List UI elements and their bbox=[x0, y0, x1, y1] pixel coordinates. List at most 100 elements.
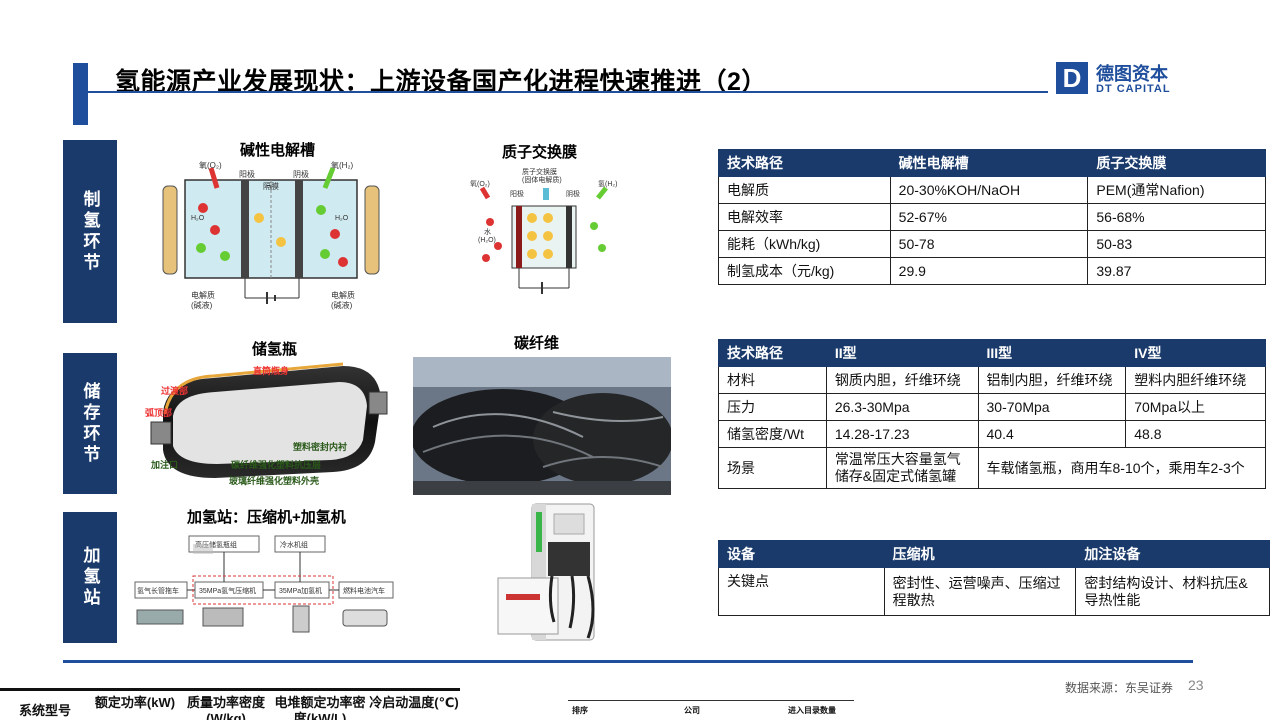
table-cell: 48.8 bbox=[1125, 420, 1266, 448]
tank-type-comparison-table: 技术路径 II型 III型 IV型 材料 钢质内胆，纤维环绕 铝制内胆，纤维环绕… bbox=[718, 339, 1267, 489]
table-header-cell: 加注设备 bbox=[1075, 540, 1270, 568]
table-cell: 50-78 bbox=[889, 230, 1089, 258]
table-cell: PEM(通常Nafion) bbox=[1087, 176, 1266, 204]
cutoff-header-cell: 公司 bbox=[684, 706, 700, 715]
table-cell: 压力 bbox=[718, 393, 827, 421]
svg-text:阴极: 阴极 bbox=[293, 169, 309, 179]
table-header-cell: II型 bbox=[825, 339, 979, 367]
cutoff-header-cell: 电堆额定功率密度(kW/L) bbox=[274, 695, 366, 720]
pem-caption: 质子交换膜 bbox=[502, 144, 578, 161]
table-header-cell: 技术路径 bbox=[718, 149, 891, 177]
table-cell: 密封结构设计、材料抗压&导热性能 bbox=[1075, 567, 1270, 616]
svg-text:阳极: 阳极 bbox=[510, 189, 524, 198]
table-cell: 40.4 bbox=[977, 420, 1127, 448]
cutoff-header-cell: 进入目录数量 bbox=[788, 706, 836, 715]
svg-text:玻璃纤维强化塑料外壳: 玻璃纤维强化塑料外壳 bbox=[229, 475, 319, 486]
logo-cn-text: 德图资本 bbox=[1096, 64, 1168, 84]
table-cell: 70Mpa以上 bbox=[1125, 393, 1266, 421]
svg-text:氢气长管拖车: 氢气长管拖车 bbox=[137, 586, 179, 595]
refueling-station-diagram: 高压储氢瓶组 冷水机组 氢气长管拖车 35MPa氢气压缩机 35MPa加氢机 燃… bbox=[134, 535, 394, 633]
svg-text:35MPa氢气压缩机: 35MPa氢气压缩机 bbox=[199, 586, 256, 595]
table-cell: 29.9 bbox=[889, 257, 1089, 285]
table-row: 电解质 20-30%KOH/NaOH PEM(通常Nafion) bbox=[718, 176, 1266, 204]
tank-caption: 储氢瓶 bbox=[252, 341, 298, 358]
cutoff-header-cell: 额定功率(kW) bbox=[94, 695, 176, 710]
table-cell: 电解质 bbox=[718, 176, 891, 204]
cutoff-table-right: 排序 公司 进入目录数量 bbox=[568, 700, 854, 720]
table-row: 场景 常温常压大容量氢气储存&固定式储氢罐 车载储氢瓶，商用车8-10个，乘用车… bbox=[718, 447, 1267, 489]
alkaline-electrolyzer-diagram: 氧(O₂) 氧(H₂) 阳极 隔膜 阴极 电解质 (碱液) 电解质 (碱液) H… bbox=[162, 160, 380, 310]
table-header-row: 设备 压缩机 加注设备 bbox=[718, 540, 1270, 568]
svg-text:(碱液): (碱液) bbox=[191, 300, 213, 310]
table-header-cell: III型 bbox=[977, 339, 1127, 367]
table-cell: 56-68% bbox=[1087, 203, 1266, 231]
svg-text:氧(O₂): 氧(O₂) bbox=[470, 179, 490, 188]
table-header-row: 技术路径 II型 III型 IV型 bbox=[718, 339, 1266, 367]
svg-text:(固体电解质): (固体电解质) bbox=[522, 175, 562, 184]
svg-text:冷水机组: 冷水机组 bbox=[280, 540, 308, 549]
svg-text:(H₂O): (H₂O) bbox=[478, 237, 496, 244]
svg-text:H₂O: H₂O bbox=[191, 215, 205, 222]
equipment-keypoints-table: 设备 压缩机 加注设备 关键点 密封性、运营噪声、压缩过程散热 密封结构设计、材… bbox=[718, 540, 1270, 616]
logo-en-text: DT CAPITAL bbox=[1096, 83, 1171, 95]
table-cell: 26.3-30Mpa bbox=[825, 393, 979, 421]
stage-hydrogen-storage: 储存环节 bbox=[63, 353, 117, 494]
table-row: 关键点 密封性、运营噪声、压缩过程散热 密封结构设计、材料抗压&导热性能 bbox=[718, 567, 1270, 616]
pem-electrolyzer-diagram: 质子交换膜 (固体电解质) 阳极 阴极 氧(O₂) 氢(H₂) 水 (H₂O) bbox=[470, 167, 617, 294]
table-cell: 制氢成本（元/kg) bbox=[718, 257, 891, 285]
table-cell: 场景 bbox=[718, 447, 827, 489]
table-cell: 材料 bbox=[718, 366, 827, 394]
table-cell: 储氢密度/Wt bbox=[718, 420, 827, 448]
table-cell: 车载储氢瓶，商用车8-10个，乘用车2-3个 bbox=[977, 447, 1267, 489]
alkaline-caption: 碱性电解槽 bbox=[240, 142, 316, 159]
svg-text:阴极: 阴极 bbox=[566, 189, 580, 198]
cutoff-header-cell: 质量功率密度(W/kg) bbox=[186, 695, 265, 720]
svg-text:氧(H₂): 氧(H₂) bbox=[331, 160, 354, 170]
table-row: 能耗（kWh/kg) 50-78 50-83 bbox=[718, 230, 1266, 258]
cutoff-header-cell: 系统型号 bbox=[18, 703, 71, 718]
table-cell: 14.28-17.23 bbox=[825, 420, 979, 448]
svg-text:电解质: 电解质 bbox=[331, 290, 355, 300]
table-cell: 常温常压大容量氢气储存&固定式储氢罐 bbox=[825, 447, 979, 489]
svg-text:质子交换膜: 质子交换膜 bbox=[522, 167, 557, 176]
table-cell: 能耗（kWh/kg) bbox=[718, 230, 891, 258]
table-row: 电解效率 52-67% 56-68% bbox=[718, 203, 1266, 231]
table-row: 压力 26.3-30Mpa 30-70Mpa 70Mpa以上 bbox=[718, 393, 1266, 421]
svg-text:塑料密封内衬: 塑料密封内衬 bbox=[293, 441, 347, 452]
svg-text:加注口: 加注口 bbox=[150, 459, 178, 470]
table-header-cell: 碱性电解槽 bbox=[889, 149, 1089, 177]
svg-text:阳极: 阳极 bbox=[239, 169, 255, 179]
page-number: 23 bbox=[1188, 677, 1204, 693]
table-cell: 密封性、运营噪声、压缩过程散热 bbox=[883, 567, 1077, 616]
table-header-row: 技术路径 碱性电解槽 质子交换膜 bbox=[718, 149, 1266, 177]
table-cell: 电解效率 bbox=[718, 203, 891, 231]
title-accent-bar bbox=[73, 63, 88, 125]
hydrogen-dispenser-photo bbox=[497, 503, 595, 641]
table-cell: 52-67% bbox=[889, 203, 1089, 231]
carbon-fiber-photo bbox=[413, 357, 671, 495]
table-header-cell: 技术路径 bbox=[718, 339, 827, 367]
table-cell: 钢质内胆，纤维环绕 bbox=[825, 366, 979, 394]
title-underline bbox=[88, 91, 1048, 93]
svg-text:高压储氢瓶组: 高压储氢瓶组 bbox=[195, 540, 237, 549]
hydrogen-tank-diagram: 过渡部 直筒瓶身 弧顶部 塑料密封内衬 碳纤维强化塑料抗压层 玻璃纤维强化塑料外… bbox=[145, 362, 388, 486]
svg-text:弧顶部: 弧顶部 bbox=[145, 407, 172, 418]
table-row: 材料 钢质内胆，纤维环绕 铝制内胆，纤维环绕 塑料内胆纤维环绕 bbox=[718, 366, 1266, 394]
stage-refueling-station: 加氢站 bbox=[63, 512, 117, 643]
dt-capital-logo: D 德图资本 DT CAPITAL bbox=[1056, 62, 1196, 96]
svg-text:氢(H₂): 氢(H₂) bbox=[598, 179, 617, 188]
table-header-cell: IV型 bbox=[1125, 339, 1266, 367]
cutoff-table-left: 系统型号 额定功率(kW) 质量功率密度(W/kg) 电堆额定功率密度(kW/L… bbox=[0, 688, 460, 720]
table-cell: 20-30%KOH/NaOH bbox=[889, 176, 1089, 204]
table-header-cell: 压缩机 bbox=[883, 540, 1077, 568]
svg-text:过渡部: 过渡部 bbox=[161, 385, 188, 396]
data-source: 数据来源：东吴证券 bbox=[1065, 681, 1174, 695]
logo-mark: D bbox=[1056, 62, 1088, 94]
table-cell: 塑料内胆纤维环绕 bbox=[1125, 366, 1266, 394]
table-cell: 30-70Mpa bbox=[977, 393, 1127, 421]
svg-text:H₂O: H₂O bbox=[335, 215, 349, 222]
svg-text:直筒瓶身: 直筒瓶身 bbox=[253, 365, 289, 376]
svg-text:电解质: 电解质 bbox=[191, 290, 215, 300]
table-header-cell: 质子交换膜 bbox=[1087, 149, 1266, 177]
bottom-divider bbox=[63, 660, 1193, 663]
